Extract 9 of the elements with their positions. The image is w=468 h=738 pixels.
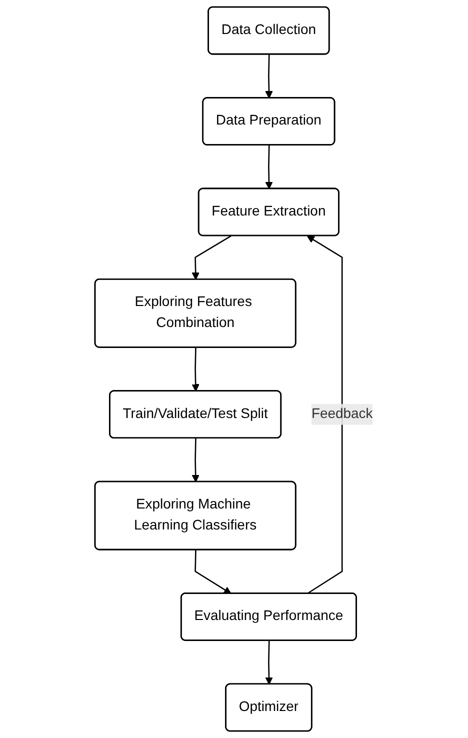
arrow bbox=[307, 236, 343, 594]
arrow bbox=[192, 348, 200, 392]
edge-label: Feedback bbox=[312, 406, 373, 422]
arrow bbox=[265, 145, 273, 190]
arrow bbox=[194, 550, 232, 594]
arrow bbox=[265, 54, 273, 98]
arrow bbox=[265, 640, 273, 685]
arrow bbox=[192, 235, 232, 280]
arrow bbox=[192, 438, 200, 482]
